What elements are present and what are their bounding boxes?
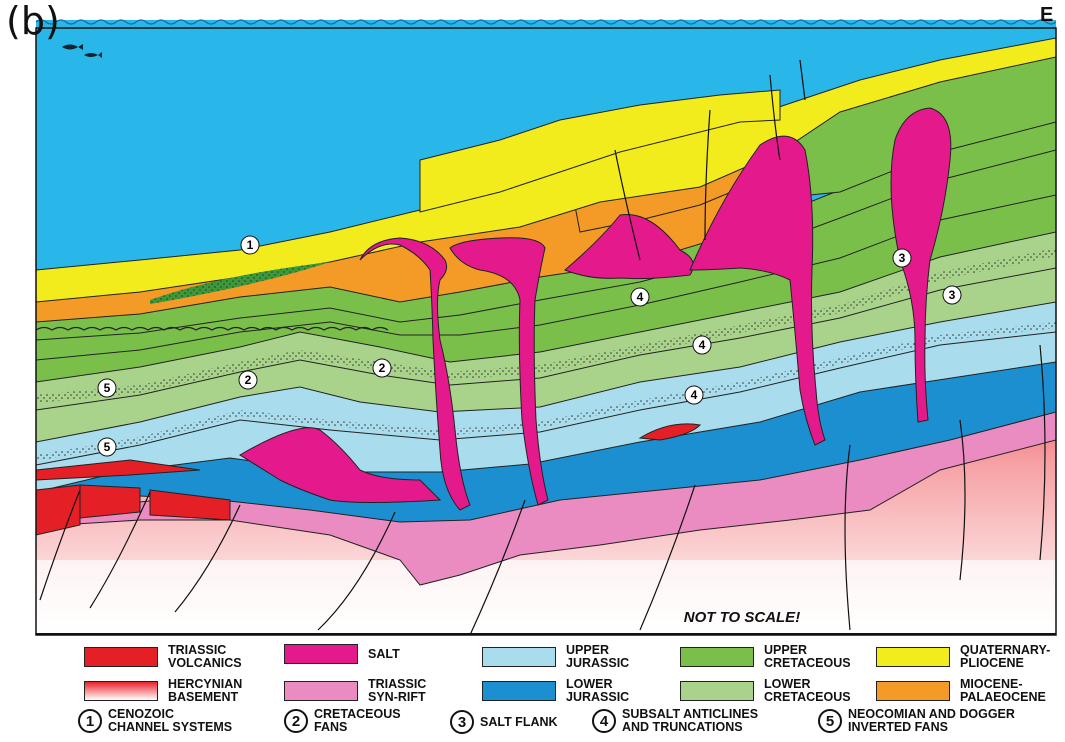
salt-body-1 [239,427,442,503]
swatch-triassic-volcanics [84,647,158,667]
feature-markers: 1 2 2 3 3 4 4 4 5 5 [97,235,962,457]
legend-label: LOWER JURASSIC [566,677,630,704]
legend-label: LOWER CRETACEOUS [764,677,851,704]
triassic-volcanics [36,459,201,481]
basement-lower-white [36,560,1056,635]
marker-5b: 5 [97,437,117,457]
section-frame [35,27,1057,636]
legend-feature-5: 5 NEOCOMIAN AND DOGGER INVERTED FANS [818,708,1048,734]
legend-triassic-synrift: TRIASSIC SYN-RIFT [284,678,518,704]
legend-label: SALT [368,646,400,661]
legend-label: SALT FLANK [480,714,558,729]
svg-text:4: 4 [691,388,698,402]
swatch-quaternary-pliocene [876,647,950,667]
svg-text:2: 2 [379,361,386,375]
salt-pillow-7 [638,423,702,441]
triassic-volcanics [79,484,141,519]
legend-label: MIOCENE- PALAEOCENE [960,677,1046,704]
feature-number: 3 [450,710,474,734]
legend-lower-cretaceous: LOWER CRETACEOUS [680,678,914,704]
svg-text:1: 1 [247,238,254,252]
salt-diapir-3 [449,237,549,506]
swatch-triassic-synrift [284,681,358,701]
swatch-upper-jurassic [482,647,556,667]
feature-number: 1 [78,709,102,733]
legend-label: CRETACEOUS FANS [314,707,401,734]
legend-label: QUATERNARY- PLIOCENE [960,643,1051,670]
legend-miocene-palaeocene: MIOCENE- PALAEOCENE [876,678,1065,704]
salt-canopy-4 [564,213,694,280]
geological-cross-section: 1 2 2 3 3 4 4 4 5 5 NOT TO SCALE! [35,19,1057,636]
marker-4a: 4 [630,287,650,307]
legend-triassic-volcanics: TRIASSIC VOLCANICS [84,644,318,670]
feature-number: 4 [592,709,616,733]
marker-3a: 3 [892,248,912,268]
marker-3b: 3 [942,285,962,305]
marker-5a: 5 [97,378,117,398]
legend-label: TRIASSIC VOLCANICS [168,643,242,670]
legend-feature-3: 3 SALT FLANK [450,710,630,734]
marker-1: 1 [240,235,260,255]
legend-upper-jurassic: UPPER JURASSIC [482,644,716,670]
legend-feature-1: 1 CENOZOIC CHANNEL SYSTEMS [78,708,258,734]
marker-4b: 4 [692,335,712,355]
legend-hercynian-basement: HERCYNIAN BASEMENT [84,678,318,704]
marker-4c: 4 [684,385,704,405]
fault-lines [39,59,1046,635]
svg-text:3: 3 [899,251,906,265]
salt-diapir-6 [890,107,952,423]
svg-text:3: 3 [949,288,956,302]
svg-text:2: 2 [245,373,252,387]
cenozoic-channel-dots-2 [150,262,330,304]
salt-diapir-2 [359,237,471,511]
legend-label: CENOZOIC CHANNEL SYSTEMS [108,707,233,734]
direction-label: E [1040,4,1054,26]
swatch-lower-jurassic [482,681,556,701]
sea-surface [35,19,1057,25]
legend-label: TRIASSIC SYN-RIFT [368,677,427,704]
svg-text:5: 5 [104,440,111,454]
legend-quaternary-pliocene: QUATERNARY- PLIOCENE [876,644,1065,670]
dogger-fan-dots [36,322,1056,461]
feature-number: 5 [818,709,842,733]
legend-label: UPPER JURASSIC [566,643,630,670]
swatch-hercynian-basement [84,681,158,701]
swatch-lower-cretaceous [680,681,754,701]
feature-number: 2 [284,709,308,733]
legend-label: SUBSALT ANTICLINES AND TRUNCATIONS [622,707,759,734]
panel-label: (b) [6,0,60,43]
legend-label: HERCYNIAN BASEMENT [168,677,243,704]
svg-text:4: 4 [699,338,706,352]
quaternary-top-band [419,89,781,213]
legend-feature-2: 2 CRETACEOUS FANS [284,708,464,734]
fish-icon [62,44,83,50]
legend-label: UPPER CRETACEOUS [764,643,851,670]
svg-text:5: 5 [104,381,111,395]
cretaceous-fan-dots [36,248,1056,403]
swatch-upper-cretaceous [680,647,754,667]
marker-2b: 2 [238,370,258,390]
triassic-volcanics [149,489,231,521]
svg-text:4: 4 [637,290,644,304]
swatch-miocene-palaeocene [876,681,950,701]
marker-2a: 2 [372,358,392,378]
legend-lower-jurassic: LOWER JURASSIC [482,678,716,704]
legend-label: NEOCOMIAN AND DOGGER INVERTED FANS [848,707,1015,734]
legend-salt: SALT [284,644,518,664]
swatch-salt [284,644,358,664]
not-to-scale-note: NOT TO SCALE! [684,609,800,626]
triassic-volcanics [36,484,81,536]
unconformity-wavy [36,326,389,331]
legend: TRIASSIC VOLCANICS HERCYNIAN BASEMENT SA… [0,638,1065,742]
fish-icon [84,52,102,58]
legend-feature-4: 4 SUBSALT ANTICLINES AND TRUNCATIONS [592,708,792,734]
bedding-lines [36,149,1056,466]
legend-upper-cretaceous: UPPER CRETACEOUS [680,644,914,670]
